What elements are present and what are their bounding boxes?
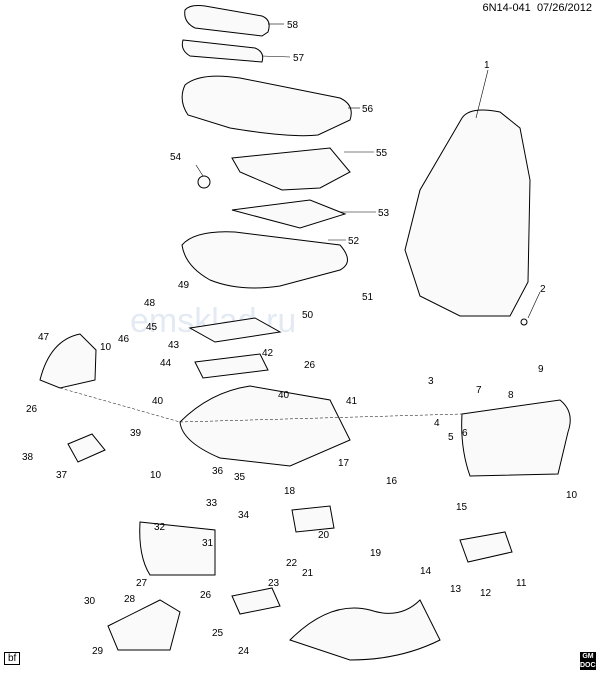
- callout-25: 25: [212, 628, 224, 639]
- callout-57: 57: [293, 53, 305, 64]
- callout-11: 11: [516, 578, 527, 589]
- callout-12: 12: [480, 588, 492, 599]
- callout-4: 4: [434, 418, 440, 429]
- callout-39: 39: [130, 428, 142, 439]
- part-55-heater-mat: [231, 147, 351, 191]
- callout-labels: 58 57 56 55 54 53 52 1 2 51 50 49 48 45 …: [22, 20, 578, 657]
- callout-50: 50: [302, 310, 314, 321]
- callout-44: 44: [160, 358, 172, 369]
- callout-45: 45: [146, 322, 158, 333]
- callout-31: 31: [202, 538, 214, 549]
- part-1-seat-back: [404, 109, 531, 317]
- callout-33: 33: [206, 498, 218, 509]
- callout-52: 52: [348, 236, 360, 247]
- callout-15: 15: [456, 502, 468, 513]
- callout-18: 18: [284, 486, 296, 497]
- callout-49: 49: [178, 280, 190, 291]
- callout-54: 54: [170, 152, 182, 163]
- callout-8: 8: [508, 390, 514, 401]
- callout-27: 27: [136, 578, 148, 589]
- callout-47: 47: [38, 332, 50, 343]
- callout-6: 6: [462, 428, 468, 439]
- part-13-switch-bezel: [459, 531, 513, 563]
- part-2-bolt: [520, 318, 528, 326]
- callout-55: 55: [376, 148, 388, 159]
- footer-code: bf: [4, 652, 21, 665]
- callout-41: 41: [346, 396, 358, 407]
- callout-10b: 10: [566, 490, 578, 501]
- callout-7: 7: [476, 385, 482, 396]
- callout-22: 22: [286, 558, 298, 569]
- callout-56: 56: [362, 104, 374, 115]
- callout-38: 38: [22, 452, 34, 463]
- callout-53: 53: [378, 208, 390, 219]
- callout-36: 36: [212, 466, 224, 477]
- part-58-cover-top: [184, 5, 270, 37]
- diagram-date: 07/26/2012: [536, 2, 592, 14]
- part-53-sensor-mat: [231, 199, 347, 229]
- callout-29: 29: [92, 646, 104, 657]
- callout-26c: 26: [200, 590, 212, 601]
- part-52-pan: [181, 231, 348, 289]
- part-9-outer-shield: [461, 399, 571, 477]
- callout-28: 28: [124, 594, 136, 605]
- part-25-module: [231, 587, 281, 615]
- callout-5: 5: [448, 432, 454, 443]
- part-56-cushion: [181, 75, 352, 137]
- callout-26a: 26: [26, 404, 38, 415]
- part-54-grommet: [197, 175, 211, 189]
- part-47-side-shield: [39, 333, 97, 389]
- part-20-motor: [291, 505, 335, 533]
- callout-51: 51: [362, 292, 374, 303]
- callout-3: 3: [428, 376, 434, 387]
- part-44-motor: [194, 353, 269, 379]
- diagram-header: 6N14-041 07/26/2012: [482, 2, 592, 14]
- callout-23: 23: [268, 578, 280, 589]
- callout-35: 35: [234, 472, 246, 483]
- callout-20: 20: [318, 530, 330, 541]
- part-57-pad: [181, 39, 264, 63]
- callout-43: 43: [168, 340, 180, 351]
- callout-30: 30: [84, 596, 96, 607]
- callout-13: 13: [450, 584, 462, 595]
- callout-26b: 26: [304, 360, 316, 371]
- part-43-adjuster: [188, 317, 282, 343]
- callout-17: 17: [338, 458, 350, 469]
- callout-42: 42: [262, 348, 274, 359]
- callout-10c: 10: [150, 470, 162, 481]
- callout-46: 46: [118, 334, 130, 345]
- callout-19: 19: [370, 548, 382, 559]
- callout-2: 2: [540, 284, 546, 295]
- callout-21: 21: [302, 568, 314, 579]
- leader-lines: [59, 23, 541, 423]
- part-29-base-cover: [107, 599, 181, 651]
- diagram-id: 6N14-041: [482, 2, 531, 14]
- part-39-frame: [179, 385, 351, 467]
- callout-37: 37: [56, 470, 68, 481]
- part-19-harness: [289, 599, 441, 661]
- part-27-front-trim: [139, 521, 216, 576]
- callout-24: 24: [238, 646, 250, 657]
- callout-10a: 10: [100, 342, 112, 353]
- callout-40a: 40: [152, 396, 164, 407]
- callout-48: 48: [144, 298, 156, 309]
- callout-1: 1: [484, 60, 490, 71]
- callout-16: 16: [386, 476, 398, 487]
- callout-34: 34: [238, 510, 250, 521]
- callout-58: 58: [287, 20, 299, 31]
- part-37-bracket: [67, 433, 106, 463]
- callout-14: 14: [420, 566, 432, 577]
- callout-40b: 40: [278, 390, 290, 401]
- callout-32: 32: [154, 522, 166, 533]
- callout-9: 9: [538, 364, 544, 375]
